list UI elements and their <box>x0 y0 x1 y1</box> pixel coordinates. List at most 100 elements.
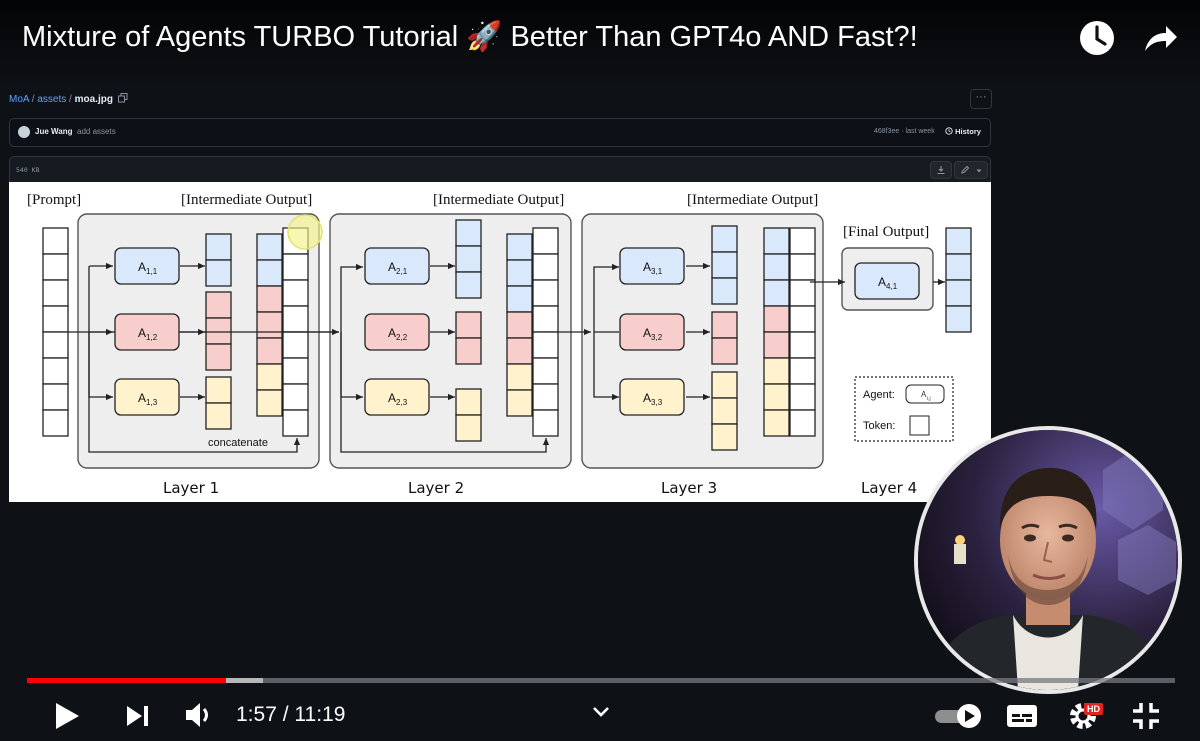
chevron-down-icon[interactable] <box>592 705 610 719</box>
breadcrumb-file: moa.jpg <box>74 94 113 105</box>
final-output-token <box>945 305 972 333</box>
l3-out2-token <box>711 311 738 339</box>
final-output-label: [Final Output] <box>843 224 929 240</box>
final-output-token <box>945 227 972 255</box>
l2-out1-token <box>455 219 482 247</box>
l1-concat-token <box>256 259 283 287</box>
l3-next-token <box>789 357 816 385</box>
agent-a22-box <box>364 313 430 351</box>
agent-a13-box <box>114 378 180 416</box>
l1-concat-token <box>256 311 283 339</box>
l3-out1-token <box>711 251 738 279</box>
l2-next-token <box>532 253 559 281</box>
history-icon <box>945 127 953 135</box>
more-options-button[interactable]: ··· <box>970 89 992 109</box>
edit-button[interactable] <box>954 161 988 179</box>
cursor-highlight <box>287 214 323 250</box>
hd-badge: HD <box>1084 703 1103 715</box>
progress-played <box>27 678 226 683</box>
l2-next-token <box>532 383 559 411</box>
l3-concat-token <box>763 253 790 281</box>
l3-out1-token <box>711 277 738 305</box>
agent-a21-box <box>364 247 430 285</box>
download-icon <box>937 166 945 175</box>
layer-4-label: Layer 4 <box>861 479 917 497</box>
legend-agent-symbol-text: A <box>921 390 927 399</box>
l1-next-token <box>282 409 309 437</box>
exit-fullscreen-icon[interactable] <box>1131 701 1161 731</box>
l1-concat-token <box>256 337 283 365</box>
chevron-down-icon <box>976 169 982 173</box>
l3-out3-token <box>711 423 738 451</box>
l2-out2-token <box>455 311 482 339</box>
l2-out3-token <box>455 414 482 442</box>
layer-1-label: Layer 1 <box>163 479 219 497</box>
l2-next-token <box>532 279 559 307</box>
legend-agent-symbol-sub: i,j <box>927 396 931 402</box>
l3-next-token <box>789 383 816 411</box>
l3-concat-token <box>763 227 790 255</box>
l2-out1-token <box>455 245 482 273</box>
l2-concat-token <box>506 259 533 287</box>
moa-diagram-image: [Prompt] [Intermediate Output] [Intermed… <box>9 182 991 502</box>
l1-out2-token <box>205 343 232 371</box>
volume-icon[interactable] <box>184 701 214 729</box>
share-arrow-icon[interactable] <box>1140 18 1180 58</box>
file-size: 540 KB <box>16 166 40 174</box>
concatenate-label: concatenate <box>208 437 268 449</box>
l2-next-token <box>532 409 559 437</box>
l3-concat-token <box>763 279 790 307</box>
l3-out3-token <box>711 397 738 425</box>
legend-agent-symbol <box>905 384 945 404</box>
commit-message[interactable]: add assets <box>77 127 116 136</box>
commit-author[interactable]: Jue Wang <box>35 127 73 136</box>
download-button[interactable] <box>930 161 952 179</box>
top-gradient <box>0 0 1200 90</box>
latest-commit-bar: Jue Wang add assets 468f3ee · last week … <box>9 118 991 147</box>
breadcrumb-repo-link[interactable]: MoA <box>9 94 30 105</box>
l2-concat-token <box>506 337 533 365</box>
commit-hash-time[interactable]: 468f3ee · last week <box>874 128 935 135</box>
video-title[interactable]: Mixture of Agents TURBO Tutorial 🚀 Bette… <box>22 21 918 53</box>
l2-out2-token <box>455 337 482 365</box>
l1-next-token <box>282 357 309 385</box>
l3-out2-token <box>711 337 738 365</box>
presenter-image <box>918 430 1178 690</box>
l1-out3-token <box>205 376 232 404</box>
subtitles-icon[interactable] <box>1005 703 1039 729</box>
prompt-token <box>42 357 69 385</box>
prompt-token <box>42 279 69 307</box>
legend-token-label: Token: <box>863 420 895 432</box>
agent-a23-box <box>364 378 430 416</box>
avatar[interactable] <box>18 126 30 138</box>
intermediate-label-2: [Intermediate Output] <box>433 192 564 208</box>
legend-token-symbol <box>909 415 930 436</box>
breadcrumb-folder-link[interactable]: assets <box>37 94 67 105</box>
l2-concat-token <box>506 311 533 339</box>
progress-bar[interactable] <box>27 678 1175 683</box>
l2-next-token <box>532 357 559 385</box>
l1-next-token <box>282 253 309 281</box>
layer-2-label: Layer 2 <box>408 479 464 497</box>
duration: 11:19 <box>294 703 346 726</box>
l1-next-token <box>282 279 309 307</box>
copy-path-icon[interactable] <box>117 93 128 103</box>
next-icon[interactable] <box>124 703 152 729</box>
play-icon[interactable] <box>52 701 82 731</box>
autoplay-toggle[interactable] <box>933 703 983 729</box>
history-button[interactable]: History <box>945 127 981 136</box>
l3-concat-token <box>763 409 790 437</box>
l2-concat-token <box>506 363 533 391</box>
prompt-token <box>42 305 69 333</box>
moa-diagram: [Prompt] [Intermediate Output] [Intermed… <box>27 192 972 497</box>
agent-a32-box <box>619 313 685 351</box>
clock-icon[interactable] <box>1077 18 1117 58</box>
agent-a41-box <box>854 262 920 300</box>
settings-gear-icon[interactable] <box>1068 701 1098 731</box>
l3-out3-token <box>711 371 738 399</box>
l3-concat-token <box>763 305 790 333</box>
l1-out2-token <box>205 317 232 345</box>
agent-a11-box <box>114 247 180 285</box>
webcam-overlay <box>914 426 1182 694</box>
